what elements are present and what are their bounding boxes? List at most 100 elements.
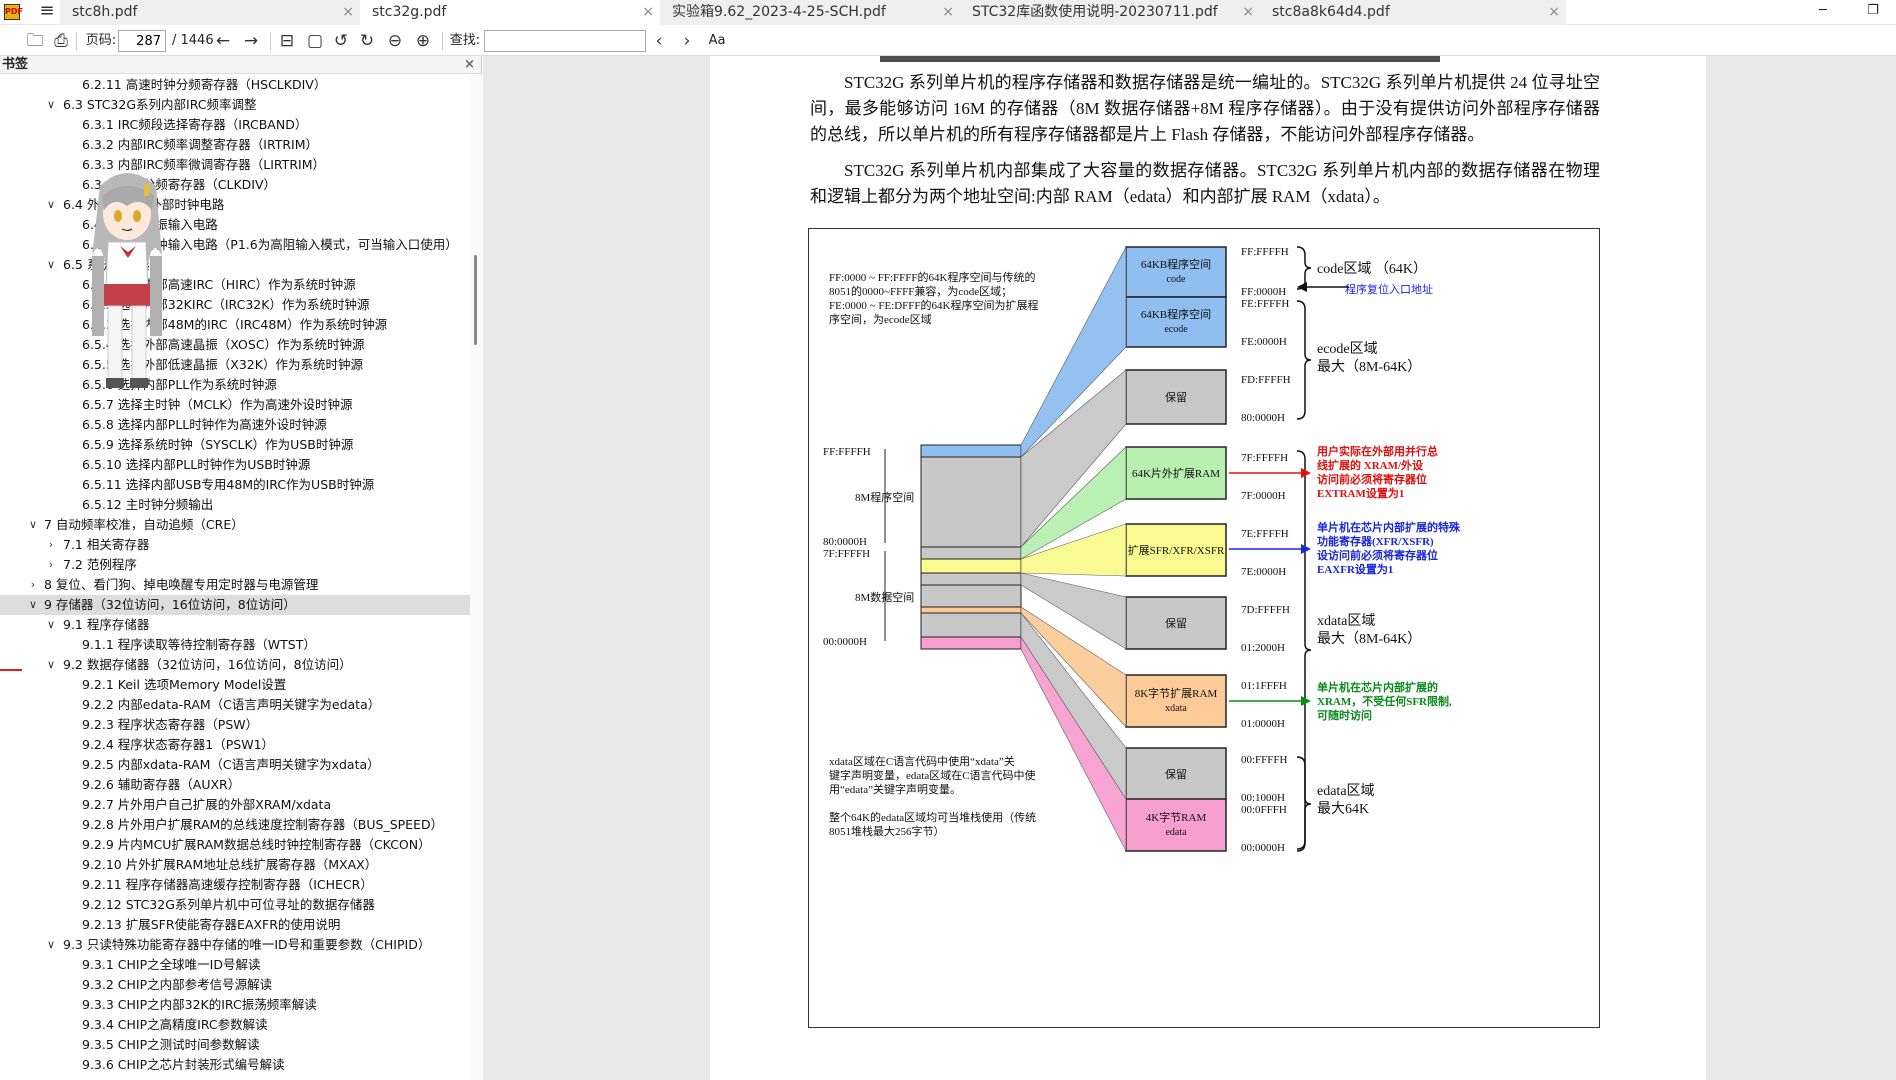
bookmark-item[interactable]: 9.2.2 内部edata-RAM（C语言声明关键字为edata） [0, 695, 470, 715]
bookmark-item[interactable]: 9.2.4 程序状态寄存器1（PSW1） [0, 735, 470, 755]
bookmark-item[interactable]: 9.2.1 Keil 选项Memory Model设置 [0, 675, 470, 695]
bookmark-item[interactable]: 6.5.10 选择内部PLL时钟作为USB时钟源 [0, 455, 470, 475]
bookmark-item[interactable]: 6.3.4 时钟分频寄存器（CLKDIV） [0, 175, 470, 195]
find-prev-icon[interactable]: ‹ [655, 31, 663, 51]
bookmark-item[interactable]: 6.3.2 内部IRC频率调整寄存器（IRTRIM） [0, 135, 470, 155]
bookmark-item[interactable]: ∨6.4 外部晶振及外部时钟电路 [0, 195, 470, 215]
tab-close-icon[interactable]: × [1548, 4, 1560, 20]
bookmark-item[interactable]: 9.3.5 CHIP之测试时间参数解读 [0, 1035, 470, 1055]
collapse-chevron-icon[interactable]: › [30, 578, 36, 591]
tab-stc32-lib[interactable]: STC32库函数使用说明-20230711.pdf × [960, 0, 1260, 25]
sidebar-scrollbar[interactable] [470, 75, 482, 1080]
expand-chevron-icon[interactable]: ∨ [46, 98, 56, 111]
bookmark-item[interactable]: 9.2.8 片外用户扩展RAM的总线速度控制寄存器（BUS_SPEED） [0, 815, 470, 835]
bookmark-item[interactable]: 9.2.10 片外扩展RAM地址总线扩展寄存器（MXAX） [0, 855, 470, 875]
bookmark-item[interactable]: 9.2.7 片外用户自己扩展的外部XRAM/xdata [0, 795, 470, 815]
document-viewer[interactable]: STC32G 系列单片机的程序存储器和数据存储器是统一编址的。STC32G 系列… [483, 56, 1896, 1080]
scrollbar-thumb[interactable] [474, 255, 477, 345]
expand-chevron-icon[interactable]: ∨ [28, 598, 38, 611]
bookmark-item[interactable]: 9.2.12 STC32G系列单片机中可位寻址的数据存储器 [0, 895, 470, 915]
address-label: 00:0000H [1241, 842, 1285, 854]
bookmark-item[interactable]: ›7.1 相关寄存器 [0, 535, 470, 555]
bookmark-item[interactable]: 6.3.3 内部IRC频率微调寄存器（LIRTRIM） [0, 155, 470, 175]
search-input[interactable] [484, 30, 646, 52]
bookmark-item[interactable]: 9.3.2 CHIP之内部参考信号源解读 [0, 975, 470, 995]
bookmark-item[interactable]: 6.4.1 外部晶振输入电路 [0, 215, 470, 235]
expand-chevron-icon[interactable]: ∨ [46, 658, 56, 671]
bookmark-item[interactable]: 9.3.6 CHIP之芯片封装形式编号解读 [0, 1055, 470, 1075]
sidebar-close-icon[interactable]: × [464, 57, 475, 72]
next-page-icon[interactable]: → [243, 31, 259, 51]
address-mapping-fan [1020, 635, 1127, 852]
find-next-icon[interactable]: › [683, 31, 691, 51]
bookmark-item[interactable]: 6.5.3 选择内部48M的IRC（IRC48M）作为系统时钟源 [0, 315, 470, 335]
tab-stc32g[interactable]: stc32g.pdf × [360, 0, 660, 25]
bookmark-item[interactable]: ∨9.2 数据存储器（32位访问，16位访问，8位访问） [0, 655, 470, 675]
bookmark-item[interactable]: 9.2.11 程序存储器高速缓存控制寄存器（ICHECR） [0, 875, 470, 895]
bookmark-item[interactable]: 9.2.6 辅助寄存器（AUXR） [0, 775, 470, 795]
tab-sch[interactable]: 实验箱9.62_2023-4-25-SCH.pdf × [660, 0, 960, 25]
bookmark-item[interactable]: 6.5.2 选择内部32KIRC（IRC32K）作为系统时钟源 [0, 295, 470, 315]
bookmark-item[interactable]: 6.3.1 IRC频段选择寄存器（IRCBAND） [0, 115, 470, 135]
menu-icon[interactable]: ≡ [39, 0, 55, 21]
xdata-region-brace [1296, 450, 1312, 850]
tab-close-icon[interactable]: × [942, 4, 954, 20]
bookmark-item[interactable]: 9.3.3 CHIP之内部32K的IRC振荡频率解读 [0, 995, 470, 1015]
bookmark-item[interactable]: ∨6.3 STC32G系列内部IRC频率调整 [0, 95, 470, 115]
expand-chevron-icon[interactable]: ∨ [46, 198, 56, 211]
bookmark-item[interactable]: 9.2.9 片内MCU扩展RAM数据总线时钟控制寄存器（CKCON） [0, 835, 470, 855]
address-label: FD:FFFFH [1241, 374, 1291, 386]
bookmark-item[interactable]: 9.3.4 CHIP之高精度IRC参数解读 [0, 1015, 470, 1035]
fit-page-icon[interactable]: ▢ [306, 31, 324, 51]
bookmark-item[interactable]: ›8 复位、看门狗、掉电唤醒专用定时器与电源管理 [0, 575, 470, 595]
bookmark-item[interactable]: ∨9.3 只读特殊功能寄存器中存储的唯一ID号和重要参数（CHIPID） [0, 935, 470, 955]
bookmark-item[interactable]: 6.5.7 选择主时钟（MCLK）作为高速外设时钟源 [0, 395, 470, 415]
bookmark-item[interactable]: 6.5.8 选择内部PLL时钟作为高速外设时钟源 [0, 415, 470, 435]
tab-stc8a8k[interactable]: stc8a8k64d4.pdf × [1260, 0, 1566, 25]
bookmark-item[interactable]: 9.1.1 程序读取等待控制寄存器（WTST） [0, 635, 470, 655]
expand-chevron-icon[interactable]: ∨ [46, 258, 56, 271]
collapse-chevron-icon[interactable]: › [48, 558, 54, 571]
bookmark-item[interactable]: 6.5.11 选择内部USB专用48M的IRC作为USB时钟源 [0, 475, 470, 495]
figure-note-bottom-line: 整个64K的edata区域均可当堆栈使用（传统 [829, 810, 1036, 824]
bookmark-item[interactable]: ∨9.1 程序存储器 [0, 615, 470, 635]
xdata-region-label: xdata区域 [1317, 613, 1375, 629]
match-case-toggle[interactable]: Aa [708, 33, 726, 48]
bookmark-item[interactable]: 9.2.5 内部xdata-RAM（C语言声明关键字为xdata） [0, 755, 470, 775]
bookmark-item[interactable]: 6.2.11 高速时钟分频寄存器（HSCLKDIV） [0, 75, 470, 95]
restore-button[interactable]: ❐ [1867, 3, 1879, 18]
rotate-right-icon[interactable]: ↻ [359, 31, 375, 51]
expand-chevron-icon[interactable]: ∨ [28, 518, 38, 531]
page-number-input[interactable] [118, 30, 166, 52]
tab-close-icon[interactable]: × [1242, 4, 1254, 20]
tab-close-icon[interactable]: × [642, 4, 654, 20]
zoom-in-icon[interactable]: ⊕ [415, 31, 431, 51]
bookmark-label: 7 自动频率校准，自动追频（CRE） [44, 517, 244, 532]
bookmark-item[interactable]: 6.5.12 主时钟分频输出 [0, 495, 470, 515]
bookmark-item[interactable]: ∨6.5 系统时钟选择 [0, 255, 470, 275]
bookmark-item[interactable]: 6.5.1 选择内部高速IRC（HIRC）作为系统时钟源 [0, 275, 470, 295]
bookmark-item[interactable]: 6.5.5 选择外部低速晶振（X32K）作为系统时钟源 [0, 355, 470, 375]
print-icon[interactable]: ⎙ [54, 31, 68, 51]
bookmark-item[interactable]: 6.4.2 外部时钟输入电路（P1.6为高阻输入模式，可当输入口使用） [0, 235, 470, 255]
bookmark-item[interactable]: ›7.2 范例程序 [0, 555, 470, 575]
collapse-chevron-icon[interactable]: › [48, 538, 54, 551]
open-folder-icon[interactable]: 🗀 [26, 31, 44, 51]
bookmark-item[interactable]: 9.3.1 CHIP之全球唯一ID号解读 [0, 955, 470, 975]
bookmark-item[interactable]: 6.5.4 选择外部高速晶振（XOSC）作为系统时钟源 [0, 335, 470, 355]
bookmark-item[interactable]: 9.2.13 扩展SFR使能寄存器EAXFR的使用说明 [0, 915, 470, 935]
bookmark-item[interactable]: 9.2.3 程序状态寄存器（PSW） [0, 715, 470, 735]
bookmark-item[interactable]: 6.5.6 选择内部PLL作为系统时钟源 [0, 375, 470, 395]
prev-page-icon[interactable]: ← [215, 31, 231, 51]
expand-chevron-icon[interactable]: ∨ [46, 618, 56, 631]
zoom-out-icon[interactable]: ⊖ [387, 31, 403, 51]
bookmark-item[interactable]: ∨ 7 自动频率校准，自动追频（CRE） [0, 515, 470, 535]
expand-chevron-icon[interactable]: ∨ [46, 938, 56, 951]
tab-close-icon[interactable]: × [342, 4, 354, 20]
bookmark-item[interactable]: ∨9 存储器（32位访问，16位访问，8位访问） [0, 595, 470, 615]
tab-stc8h[interactable]: stc8h.pdf × [60, 0, 360, 25]
bookmark-item[interactable]: 6.5.9 选择系统时钟（SYSCLK）作为USB时钟源 [0, 435, 470, 455]
continuous-view-icon[interactable]: ⊟ [279, 31, 295, 51]
minimize-button[interactable]: ─ [1818, 3, 1827, 18]
rotate-left-icon[interactable]: ↺ [333, 31, 349, 51]
